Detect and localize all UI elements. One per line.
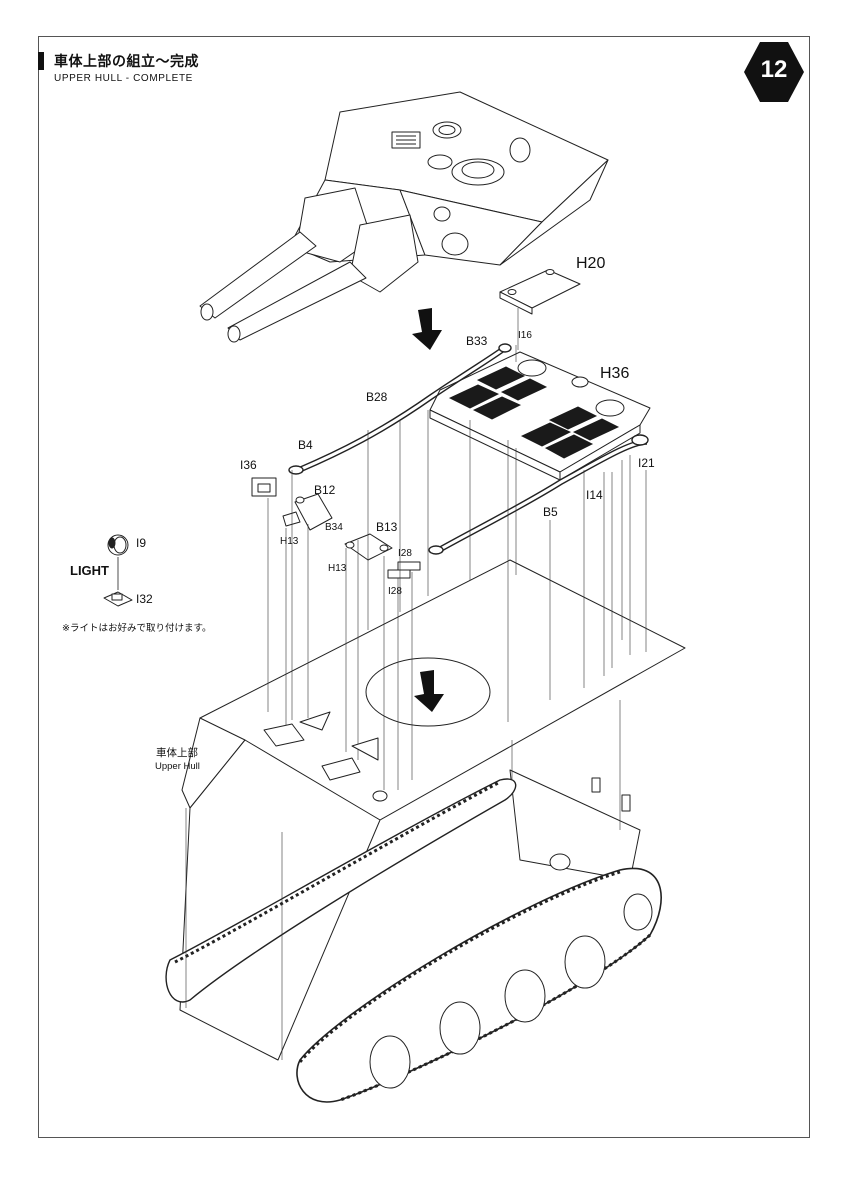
engine-deck-drawing <box>429 351 651 481</box>
label-i14: I14 <box>586 488 603 502</box>
h13-left-part-drawing <box>282 511 301 527</box>
label-b28: B28 <box>366 390 388 404</box>
label-i9: I9 <box>136 536 147 550</box>
label-h36: H36 <box>600 365 630 382</box>
label-i21: I21 <box>638 456 655 470</box>
b12-part-drawing <box>294 493 333 531</box>
i28-part-drawing <box>387 561 421 579</box>
b34-b13-part-drawing <box>344 533 393 561</box>
label-i16: I16 <box>518 330 532 341</box>
label-i36: I36 <box>240 458 257 472</box>
h20-part-drawing <box>499 269 581 315</box>
light-i32-drawing <box>103 591 133 607</box>
arrow-down-icon <box>412 308 442 350</box>
label-b12: B12 <box>314 483 336 497</box>
label-b33: B33 <box>466 334 488 348</box>
track-left-drawing <box>165 778 517 1003</box>
label-h13-mid: H13 <box>328 563 347 574</box>
label-h13-left: H13 <box>280 536 299 547</box>
label-i32: I32 <box>136 592 153 606</box>
step-number-badge <box>744 42 804 102</box>
label-i28-top: I28 <box>398 548 412 559</box>
hull-label-japanese: 車体上部 <box>156 747 198 759</box>
superstructure-drawing <box>199 91 609 343</box>
track-right-drawing <box>296 867 662 1103</box>
hull-label-english: Upper Hull <box>155 761 200 772</box>
step-number: 12 <box>760 56 788 83</box>
label-b13: B13 <box>376 520 398 534</box>
light-label: LIGHT <box>70 563 109 578</box>
step-title-japanese: 車体上部の組立〜完成 <box>54 54 199 70</box>
title-marker <box>38 52 44 70</box>
label-b34: B34 <box>325 522 343 533</box>
label-b5: B5 <box>543 505 558 519</box>
label-h20: H20 <box>576 255 606 272</box>
label-b4: B4 <box>298 438 313 452</box>
step-title-english: UPPER HULL - COMPLETE <box>54 73 193 84</box>
label-i28-bottom: I28 <box>388 586 402 597</box>
arrow-down-icon-2 <box>414 670 444 712</box>
light-i9-drawing <box>107 534 129 556</box>
tow-cable-left <box>288 343 512 475</box>
i36-part-drawing <box>251 477 277 497</box>
page-frame <box>38 36 810 1138</box>
light-optional-note: ※ライトはお好みで取り付けます。 <box>62 623 212 634</box>
